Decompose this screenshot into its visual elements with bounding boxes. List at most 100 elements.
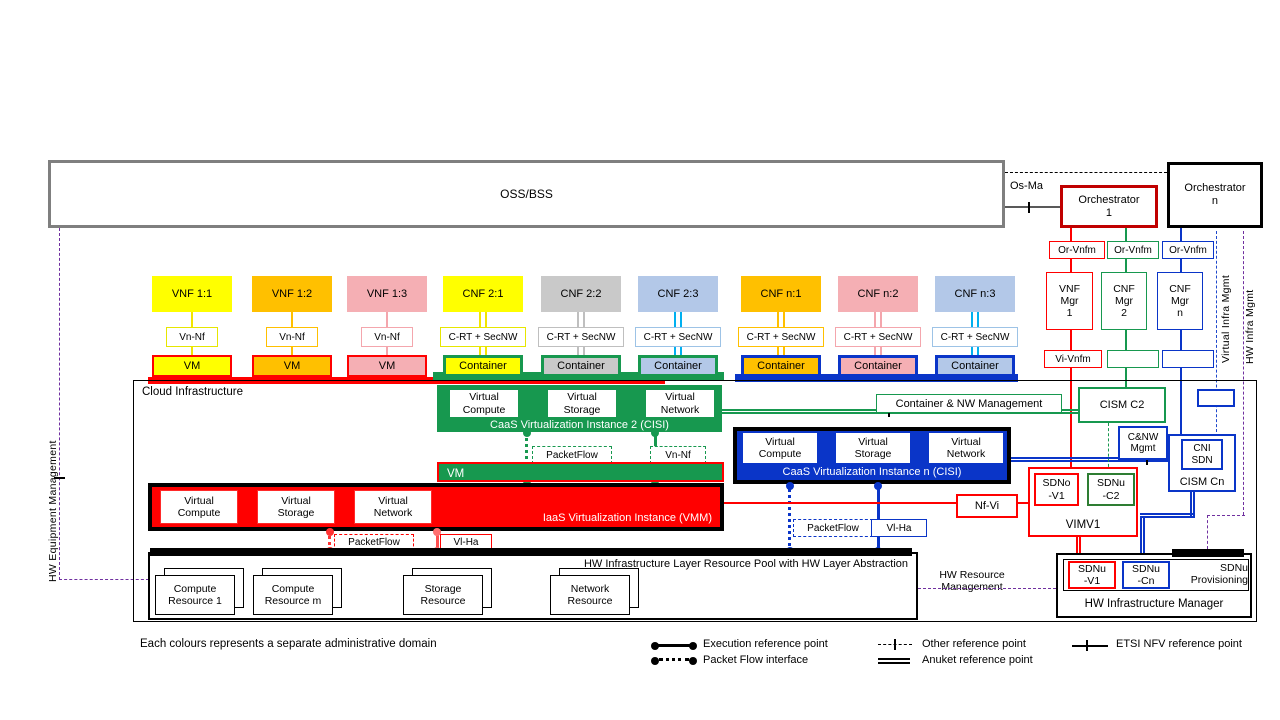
hw-infra-mgmt-line-h: [1207, 515, 1245, 516]
virtual-compute-box: Virtual Compute: [449, 389, 519, 418]
iaas-instance-box: Virtual Compute Virtual Storage Virtual …: [148, 483, 724, 531]
container-box: Container: [541, 355, 621, 377]
virtual-storage-box: Virtual Storage: [836, 433, 910, 463]
cnf-box: CNF 2:2: [541, 276, 621, 312]
hw-manager-inner-box: [1063, 559, 1249, 591]
vi-vnfm-empty-box-blue: [1162, 350, 1214, 368]
cnf-manager-2-box: CNF Mgr 2: [1101, 272, 1147, 330]
sdnu-cn-box: SDNu -Cn: [1122, 561, 1170, 589]
os-ma-line: [1005, 206, 1060, 208]
network-resource-box: Network Resource: [550, 575, 630, 615]
container-box: Container: [935, 355, 1015, 377]
empty-box-blue: [1197, 389, 1235, 407]
hw-equipment-mgmt-line-vertical: [59, 228, 60, 580]
vim-v1-label: VIMV1: [1065, 519, 1101, 531]
cloud-infrastructure-box: [133, 380, 1257, 622]
cism-cn-label: CISM Cn: [1179, 476, 1225, 488]
virtual-infra-mgmt-label: Virtual Infra Mgmt: [1220, 274, 1232, 363]
sdnu-provisioning-label: SDNu Provisioning: [1190, 562, 1248, 587]
c-rt-secnw-ref-label: C-RT + SecNW: [538, 327, 624, 347]
hw-equipment-management-label: HW Equipment Management: [47, 440, 59, 582]
connector-dot: [326, 528, 334, 536]
legend-etsi-tick: [1086, 640, 1088, 651]
or-vnfm-label-1: Or-Vnfm: [1049, 241, 1105, 259]
cnw-mgmt-box: C&NW Mgmt: [1118, 426, 1168, 460]
cism-c2-to-sdnu-c2-dashed-line: [1108, 423, 1109, 472]
vn-nf-ref-label: Vn-Nf: [166, 327, 218, 347]
cni-sdn-box: CNI SDN: [1181, 439, 1223, 470]
container-nw-management-label: Container & NW Management: [876, 394, 1062, 413]
legend-etsi-label: ETSI NFV reference point: [1116, 638, 1242, 650]
legend-execution-symbol: [651, 641, 697, 650]
anuket-line-blue: [1011, 457, 1168, 462]
packetflow-label-blue: PacketFlow: [793, 519, 873, 537]
execution-dot: [689, 641, 697, 650]
connector-dot: [786, 482, 794, 490]
hw-resource-pool-box: [148, 552, 918, 620]
legend-other-label: Other reference point: [922, 638, 1026, 650]
packetflow-dot: [651, 656, 659, 665]
cnf-box: CNF 2:3: [638, 276, 718, 312]
vn-nf-ref-label: Vn-Nf: [266, 327, 318, 347]
oss-bss-label: OSS/BSS: [500, 187, 553, 201]
container-box: Container: [638, 355, 718, 377]
hw-resource-management-label: HW Resource Management: [939, 568, 1005, 593]
anuket-line-red-down: [1076, 537, 1081, 558]
container-box: Container: [443, 355, 523, 377]
vnf-manager-1-box: VNF Mgr 1: [1046, 272, 1093, 330]
cism-cn-box: CNI SDN CISM Cn: [1168, 434, 1236, 492]
hw-infrastructure-manager-label: HW Infrastructure Manager: [1084, 598, 1224, 610]
oss-bss-box: OSS/BSS: [48, 160, 1005, 228]
packetflow-line-blue: [788, 484, 791, 551]
vnf-box: VNF 1:2: [252, 276, 332, 312]
orchestrator-1-box: Orchestrator 1: [1060, 185, 1158, 228]
cism-c2-box: CISM C2: [1078, 387, 1166, 423]
compute-resource-m-box: Compute Resource m: [253, 575, 333, 615]
legend-packetflow-label: Packet Flow interface: [703, 654, 809, 666]
compute-resource-1-box: Compute Resource 1: [155, 575, 235, 615]
connector-dot: [523, 429, 531, 437]
c-rt-secnw-ref-label: C-RT + SecNW: [440, 327, 526, 347]
vm-bar: VM: [437, 462, 724, 482]
virtual-network-box: Virtual Network: [929, 433, 1003, 463]
packetflow-dot: [689, 656, 697, 665]
cnf-box: CNF n:2: [838, 276, 918, 312]
virtual-compute-box: Virtual Compute: [743, 433, 817, 463]
caas-instance-2-title: CaaS Virtualization Instance 2 (CISI): [490, 419, 669, 431]
c-rt-secnw-ref-label: C-RT + SecNW: [835, 327, 921, 347]
hw-infra-mgmt-label: HW Infra Mgmt: [1244, 289, 1256, 365]
vn-nf-ref-label: Vn-Nf: [361, 327, 413, 347]
cloud-infrastructure-label: Cloud Infrastructure: [142, 386, 243, 398]
execution-line-blue: [877, 484, 880, 551]
legend-anuket-label: Anuket reference point: [922, 654, 1033, 666]
c-rt-secnw-ref-label: C-RT + SecNW: [635, 327, 721, 347]
connector-dot: [433, 528, 441, 536]
legend-etsi-symbol: [1072, 645, 1108, 647]
hw-equipment-mgmt-line-horizontal: [59, 579, 149, 580]
virtual-compute-box: Virtual Compute: [160, 490, 238, 524]
sdno-v1-box: SDNo -V1: [1034, 473, 1079, 506]
iaas-instance-title: IaaS Virtualization Instance (VMM): [542, 512, 712, 524]
caas-instance-n-box: Virtual Compute Virtual Storage Virtual …: [733, 427, 1011, 484]
virtual-network-box: Virtual Network: [645, 389, 715, 418]
sdnu-provisioning-bar: [1172, 549, 1244, 557]
etsi-tick: [54, 477, 65, 479]
nf-vi-line: [724, 502, 1028, 504]
anuket-line-blue-down: [1140, 516, 1145, 558]
vi-vnfm-empty-box-green: [1107, 350, 1159, 368]
cnf-box: CNF n:1: [741, 276, 821, 312]
vl-ha-label-blue: Vl-Ha: [871, 519, 927, 537]
legend-other-tick: [894, 639, 896, 650]
hw-infra-mgmt-line-v1: [1243, 231, 1244, 515]
os-ma-label: Os-Ma: [1010, 180, 1043, 192]
footnote: Each colours represents a separate admin…: [140, 638, 437, 650]
virtual-network-box: Virtual Network: [354, 490, 432, 524]
vm-box: VM: [252, 355, 332, 377]
virtual-storage-box: Virtual Storage: [547, 389, 617, 418]
connector-dot: [651, 429, 659, 437]
storage-resource-box: Storage Resource: [403, 575, 483, 615]
nf-vi-label: Nf-Vi: [956, 494, 1018, 518]
orchestratorn-cnfm-line-blue: [1180, 228, 1182, 435]
execution-line: [654, 644, 694, 647]
legend-execution-label: Execution reference point: [703, 638, 828, 650]
